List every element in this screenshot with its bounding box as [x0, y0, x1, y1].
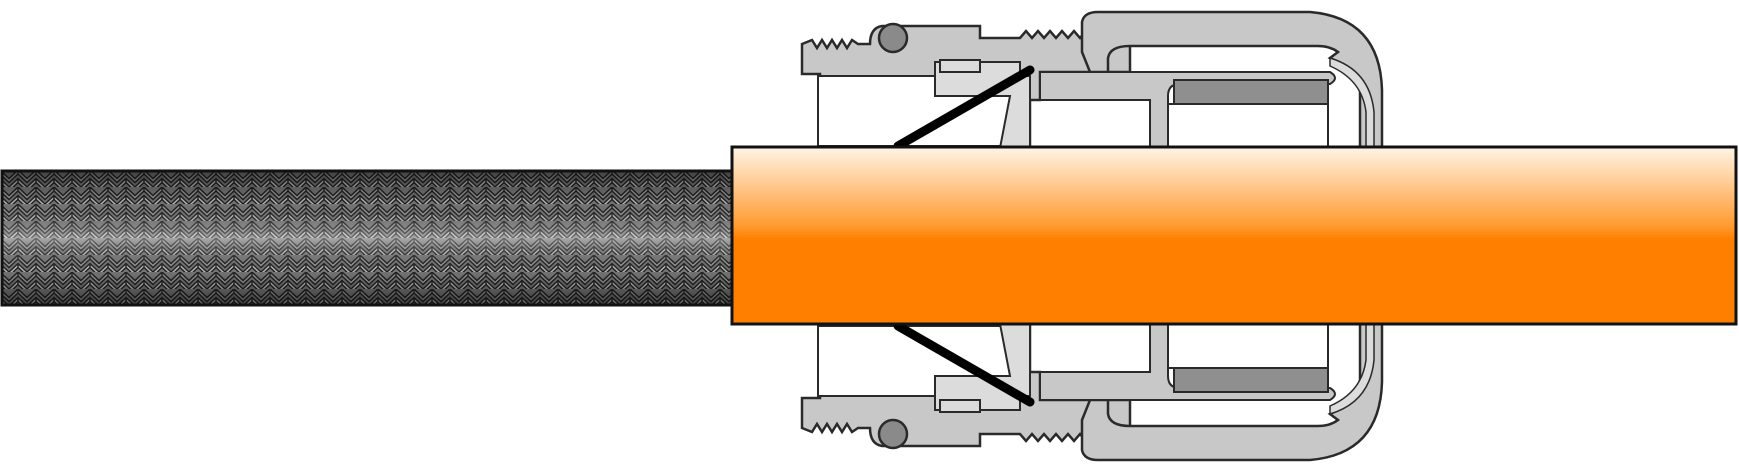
fitting-top-half: [800, 10, 1384, 151]
dark-liner-band: [1173, 79, 1329, 105]
orange-pipe-body: [730, 145, 1738, 326]
grip-spring: [893, 65, 1035, 151]
o-ring: [877, 22, 909, 54]
braided-hose: [0, 169, 739, 307]
spring-seat: [939, 59, 981, 73]
braided-hose-shading: [2, 171, 737, 305]
fitting-bottom-half: [802, 324, 1382, 460]
orange-pipe: [730, 145, 1738, 326]
liner-cavity: [1167, 103, 1329, 149]
